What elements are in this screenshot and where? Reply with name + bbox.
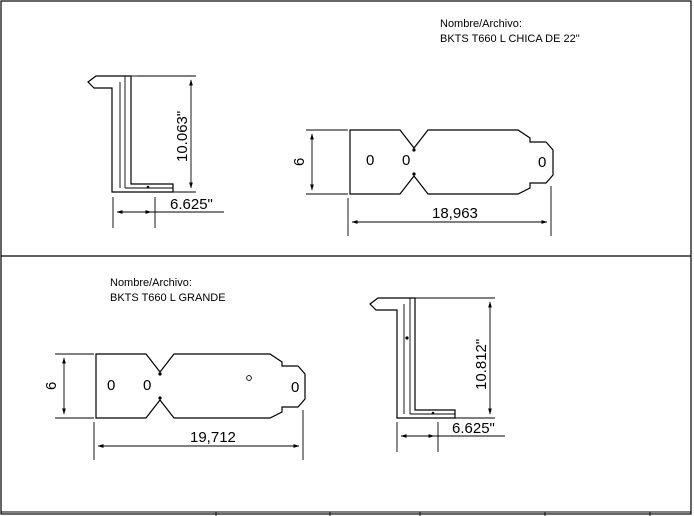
- bottom-panel: Nombre/Archivo: BKTS T660 L GRANDE 0 0 0…: [43, 277, 505, 460]
- top-panel: Nombre/Archivo: BKTS T660 L CHICA DE 22"…: [87, 18, 580, 236]
- bottom-flat-length-dim: 19,712: [190, 429, 236, 446]
- bottom-hole-3: 0: [291, 379, 299, 396]
- top-flat-view: 0 0 0 6 18,963: [291, 129, 554, 236]
- bottom-file-label: Nombre/Archivo:: [110, 277, 192, 289]
- top-flat-length-dim: 18,963: [432, 205, 478, 222]
- top-side-height-dim: 10.063": [174, 111, 191, 162]
- top-flat-height-dim: 6: [291, 158, 308, 166]
- bottom-side-width-dim: 6.625": [452, 420, 495, 437]
- top-side-width-dim: 6.625": [170, 196, 213, 213]
- top-hole-3: 0: [538, 154, 546, 171]
- top-hole-2: 0: [402, 152, 410, 169]
- top-file-name: BKTS T660 L CHICA DE 22": [440, 33, 580, 45]
- bottom-file-name: BKTS T660 L GRANDE: [110, 292, 226, 304]
- bottom-side-height-dim: 10.812": [473, 339, 490, 390]
- top-side-view: 10.063" 6.625": [87, 75, 224, 228]
- bottom-flat-height-dim: 6: [43, 382, 60, 390]
- title-block-ticks: [215, 512, 651, 516]
- bottom-flat-view: 0 0 0 6 19,712: [43, 353, 306, 460]
- bottom-side-view: 10.812" 6.625": [369, 297, 505, 452]
- bottom-hole-1: 0: [107, 377, 115, 394]
- top-file-label: Nombre/Archivo:: [440, 18, 522, 30]
- top-hole-1: 0: [366, 152, 374, 169]
- bottom-hole-2: 0: [143, 377, 151, 394]
